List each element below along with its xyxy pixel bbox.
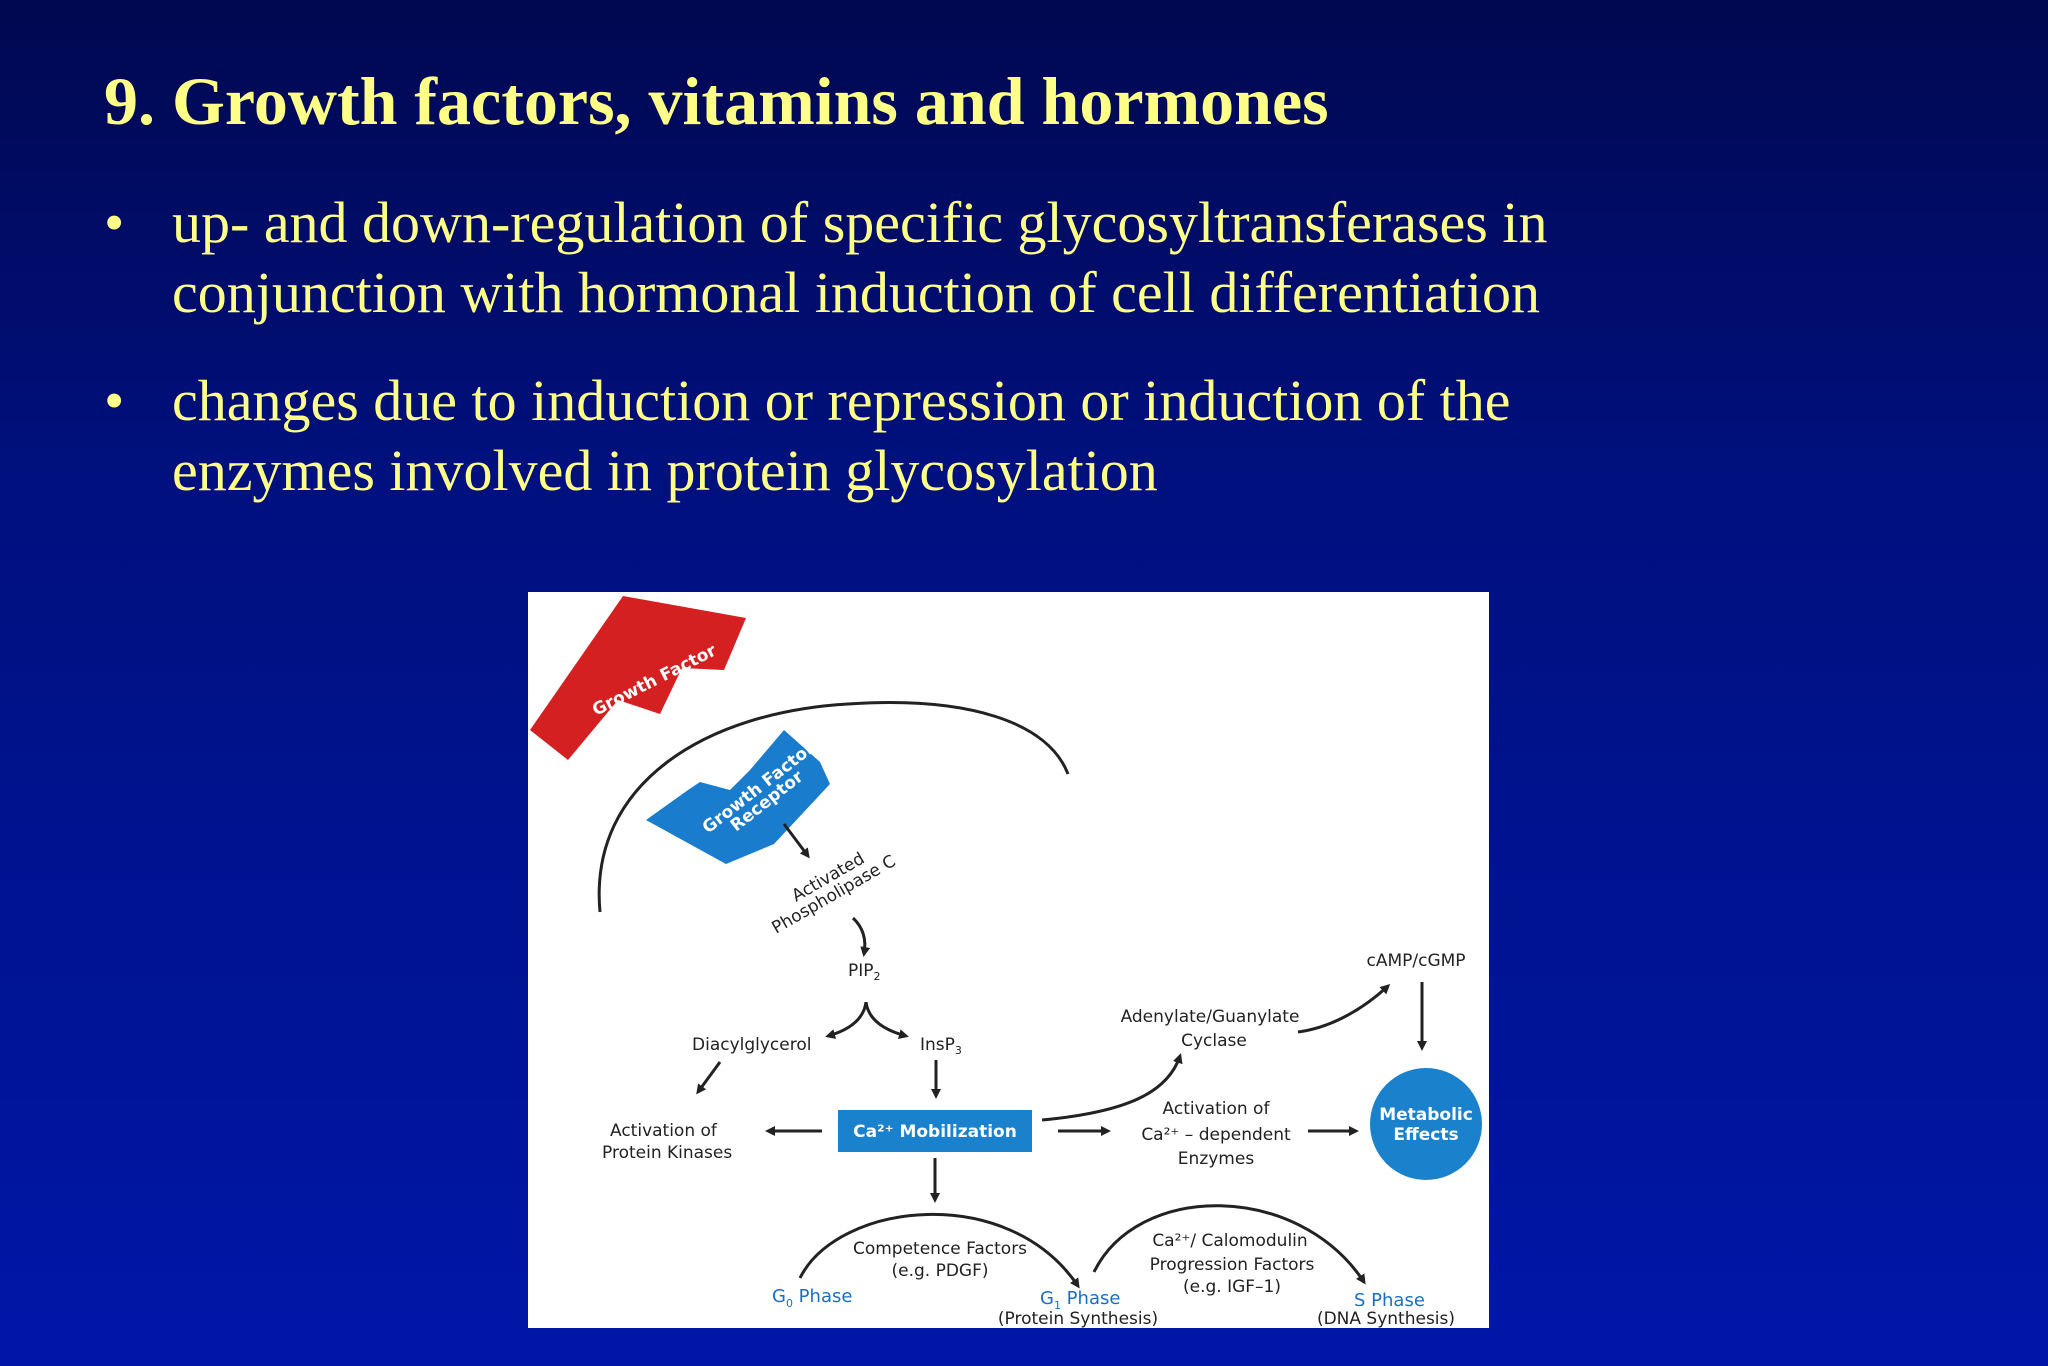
metabolic-label-line2: Effects	[1393, 1125, 1458, 1145]
bullet-text-line: enzymes involved in protein glycosylatio…	[172, 438, 1158, 503]
pip2-label: PIP2	[848, 961, 881, 983]
competence-label-line1: Competence Factors	[853, 1239, 1027, 1259]
ca-mobilization-box	[838, 1110, 1032, 1152]
kinases-label-line1: Activation of	[610, 1121, 718, 1141]
progression-label-line2: Progression Factors	[1150, 1255, 1315, 1275]
s-phase-label: S Phase	[1354, 1290, 1425, 1311]
metabolic-effects-circle	[1370, 1068, 1482, 1180]
arrow-dag-to-kinases	[696, 1061, 722, 1095]
ca-enzymes-label-line2: Ca²⁺ – dependent	[1141, 1125, 1291, 1145]
g1-phase-label: G1 Phase	[1040, 1288, 1120, 1312]
bullet-text-line: conjunction with hormonal induction of c…	[172, 260, 1541, 325]
g0-phase-label: G0 Phase	[772, 1286, 852, 1310]
cyclase-label-line1: Adenylate/Guanylate	[1121, 1007, 1300, 1027]
arrow-g0-to-g1	[798, 1213, 1080, 1289]
progression-label-line3: (e.g. IGF–1)	[1183, 1277, 1281, 1297]
s-phase-note: (DNA Synthesis)	[1317, 1309, 1455, 1328]
bullet-text-line: changes due to induction or repression o…	[172, 368, 1511, 433]
bullet-item: • up- and down-regulation of specific gl…	[104, 188, 1984, 328]
diacylglycerol-label: Diacylglycerol	[692, 1035, 811, 1055]
bullet-marker: •	[104, 190, 125, 255]
bullet-list: • up- and down-regulation of specific gl…	[104, 188, 1984, 544]
diagram-canvas: Growth Factor Growth Factor Receptor Act…	[530, 596, 1482, 1328]
ca-mobilization-label: Ca²⁺ Mobilization	[853, 1122, 1017, 1142]
metabolic-label-line1: Metabolic	[1379, 1105, 1473, 1125]
progression-label-line1: Ca²⁺/ Calomodulin	[1152, 1231, 1307, 1251]
arrow-pip2-to-insp3	[864, 1001, 909, 1039]
arrow-cyclase-to-camp	[1297, 983, 1391, 1034]
insp3-label: InsP3	[920, 1035, 962, 1057]
camp-label: cAMP/cGMP	[1366, 951, 1465, 971]
receptor-shape	[646, 730, 830, 864]
growth-factor-shape	[530, 596, 746, 760]
kinases-label-line2: Protein Kinases	[602, 1143, 732, 1163]
competence-label-line2: (e.g. PDGF)	[891, 1261, 988, 1281]
bullet-marker: •	[104, 368, 125, 433]
ca-enzymes-label-line1: Activation of	[1163, 1099, 1271, 1119]
bullet-text-line: up- and down-regulation of specific glyc…	[172, 190, 1548, 255]
cell-membrane-arc	[597, 701, 1070, 913]
arrow-g1-to-s	[1092, 1204, 1366, 1285]
cyclase-label-line2: Cyclase	[1181, 1031, 1247, 1051]
arrow-plc-to-pip2	[851, 916, 871, 957]
g1-phase-note: (Protein Synthesis)	[998, 1309, 1158, 1328]
slide-title: 9. Growth factors, vitamins and hormones	[104, 63, 1329, 139]
arrow-pip2-to-dag	[825, 1001, 868, 1039]
arrow-receptor-to-plc	[782, 823, 810, 859]
arrow-ca-to-cyclase	[1041, 1053, 1183, 1122]
ca-enzymes-label-line3: Enzymes	[1178, 1149, 1255, 1169]
bullet-item: • changes due to induction or repression…	[104, 366, 1984, 506]
signaling-diagram: Growth Factor Growth Factor Receptor Act…	[528, 592, 1489, 1328]
